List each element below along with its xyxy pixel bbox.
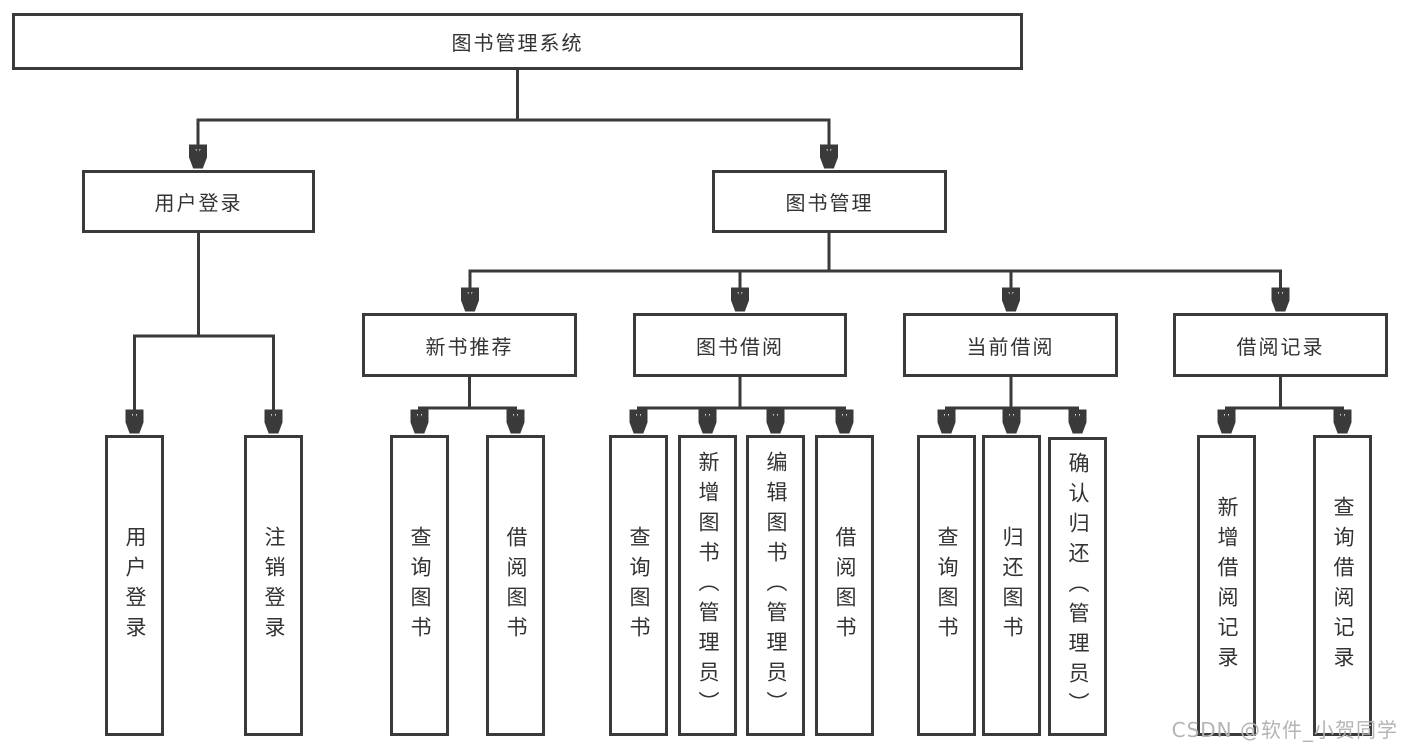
- connector-line: [468, 233, 1282, 273]
- node-new-book-recommend: 新书推荐: [362, 313, 577, 377]
- leaf-borrow-query-books: 查询图书: [609, 435, 668, 736]
- leaf-user-login: 用户登录: [105, 435, 164, 736]
- leaf-current-return-books: 归还图书: [982, 435, 1041, 736]
- node-user-login: 用户登录: [82, 170, 315, 233]
- leaf-records-query-record: 查询借阅记录: [1313, 435, 1372, 736]
- leaf-borrow-edit-books-admin: 编辑图书（管理员）: [746, 435, 805, 736]
- node-root: 图书管理系统: [12, 13, 1023, 70]
- csdn-watermark: CSDN @软件_小贺同学: [1171, 718, 1398, 742]
- connector-line: [637, 377, 846, 410]
- leaf-borrow-borrow-books: 借阅图书: [815, 435, 874, 736]
- leaf-rec-query-books: 查询图书: [390, 435, 449, 736]
- leaf-current-confirm-return-admin: 确认归还（管理员）: [1048, 437, 1107, 736]
- connector-line: [418, 377, 517, 410]
- leaf-rec-borrow-books: 借阅图书: [486, 435, 545, 736]
- node-borrow-records: 借阅记录: [1173, 313, 1388, 377]
- node-book-borrow: 图书借阅: [633, 313, 847, 377]
- leaf-current-query-books: 查询图书: [917, 435, 976, 736]
- leaf-borrow-add-books-admin: 新增图书（管理员）: [678, 435, 737, 736]
- connector-line: [945, 377, 1079, 410]
- connector-line: [196, 69, 831, 122]
- connector-line: [133, 233, 275, 338]
- leaf-records-add-record: 新增借阅记录: [1197, 435, 1256, 736]
- leaf-logout: 注销登录: [244, 435, 303, 736]
- node-book-management: 图书管理: [712, 170, 947, 233]
- node-current-borrow: 当前借阅: [903, 313, 1118, 377]
- connector-line: [1225, 377, 1344, 410]
